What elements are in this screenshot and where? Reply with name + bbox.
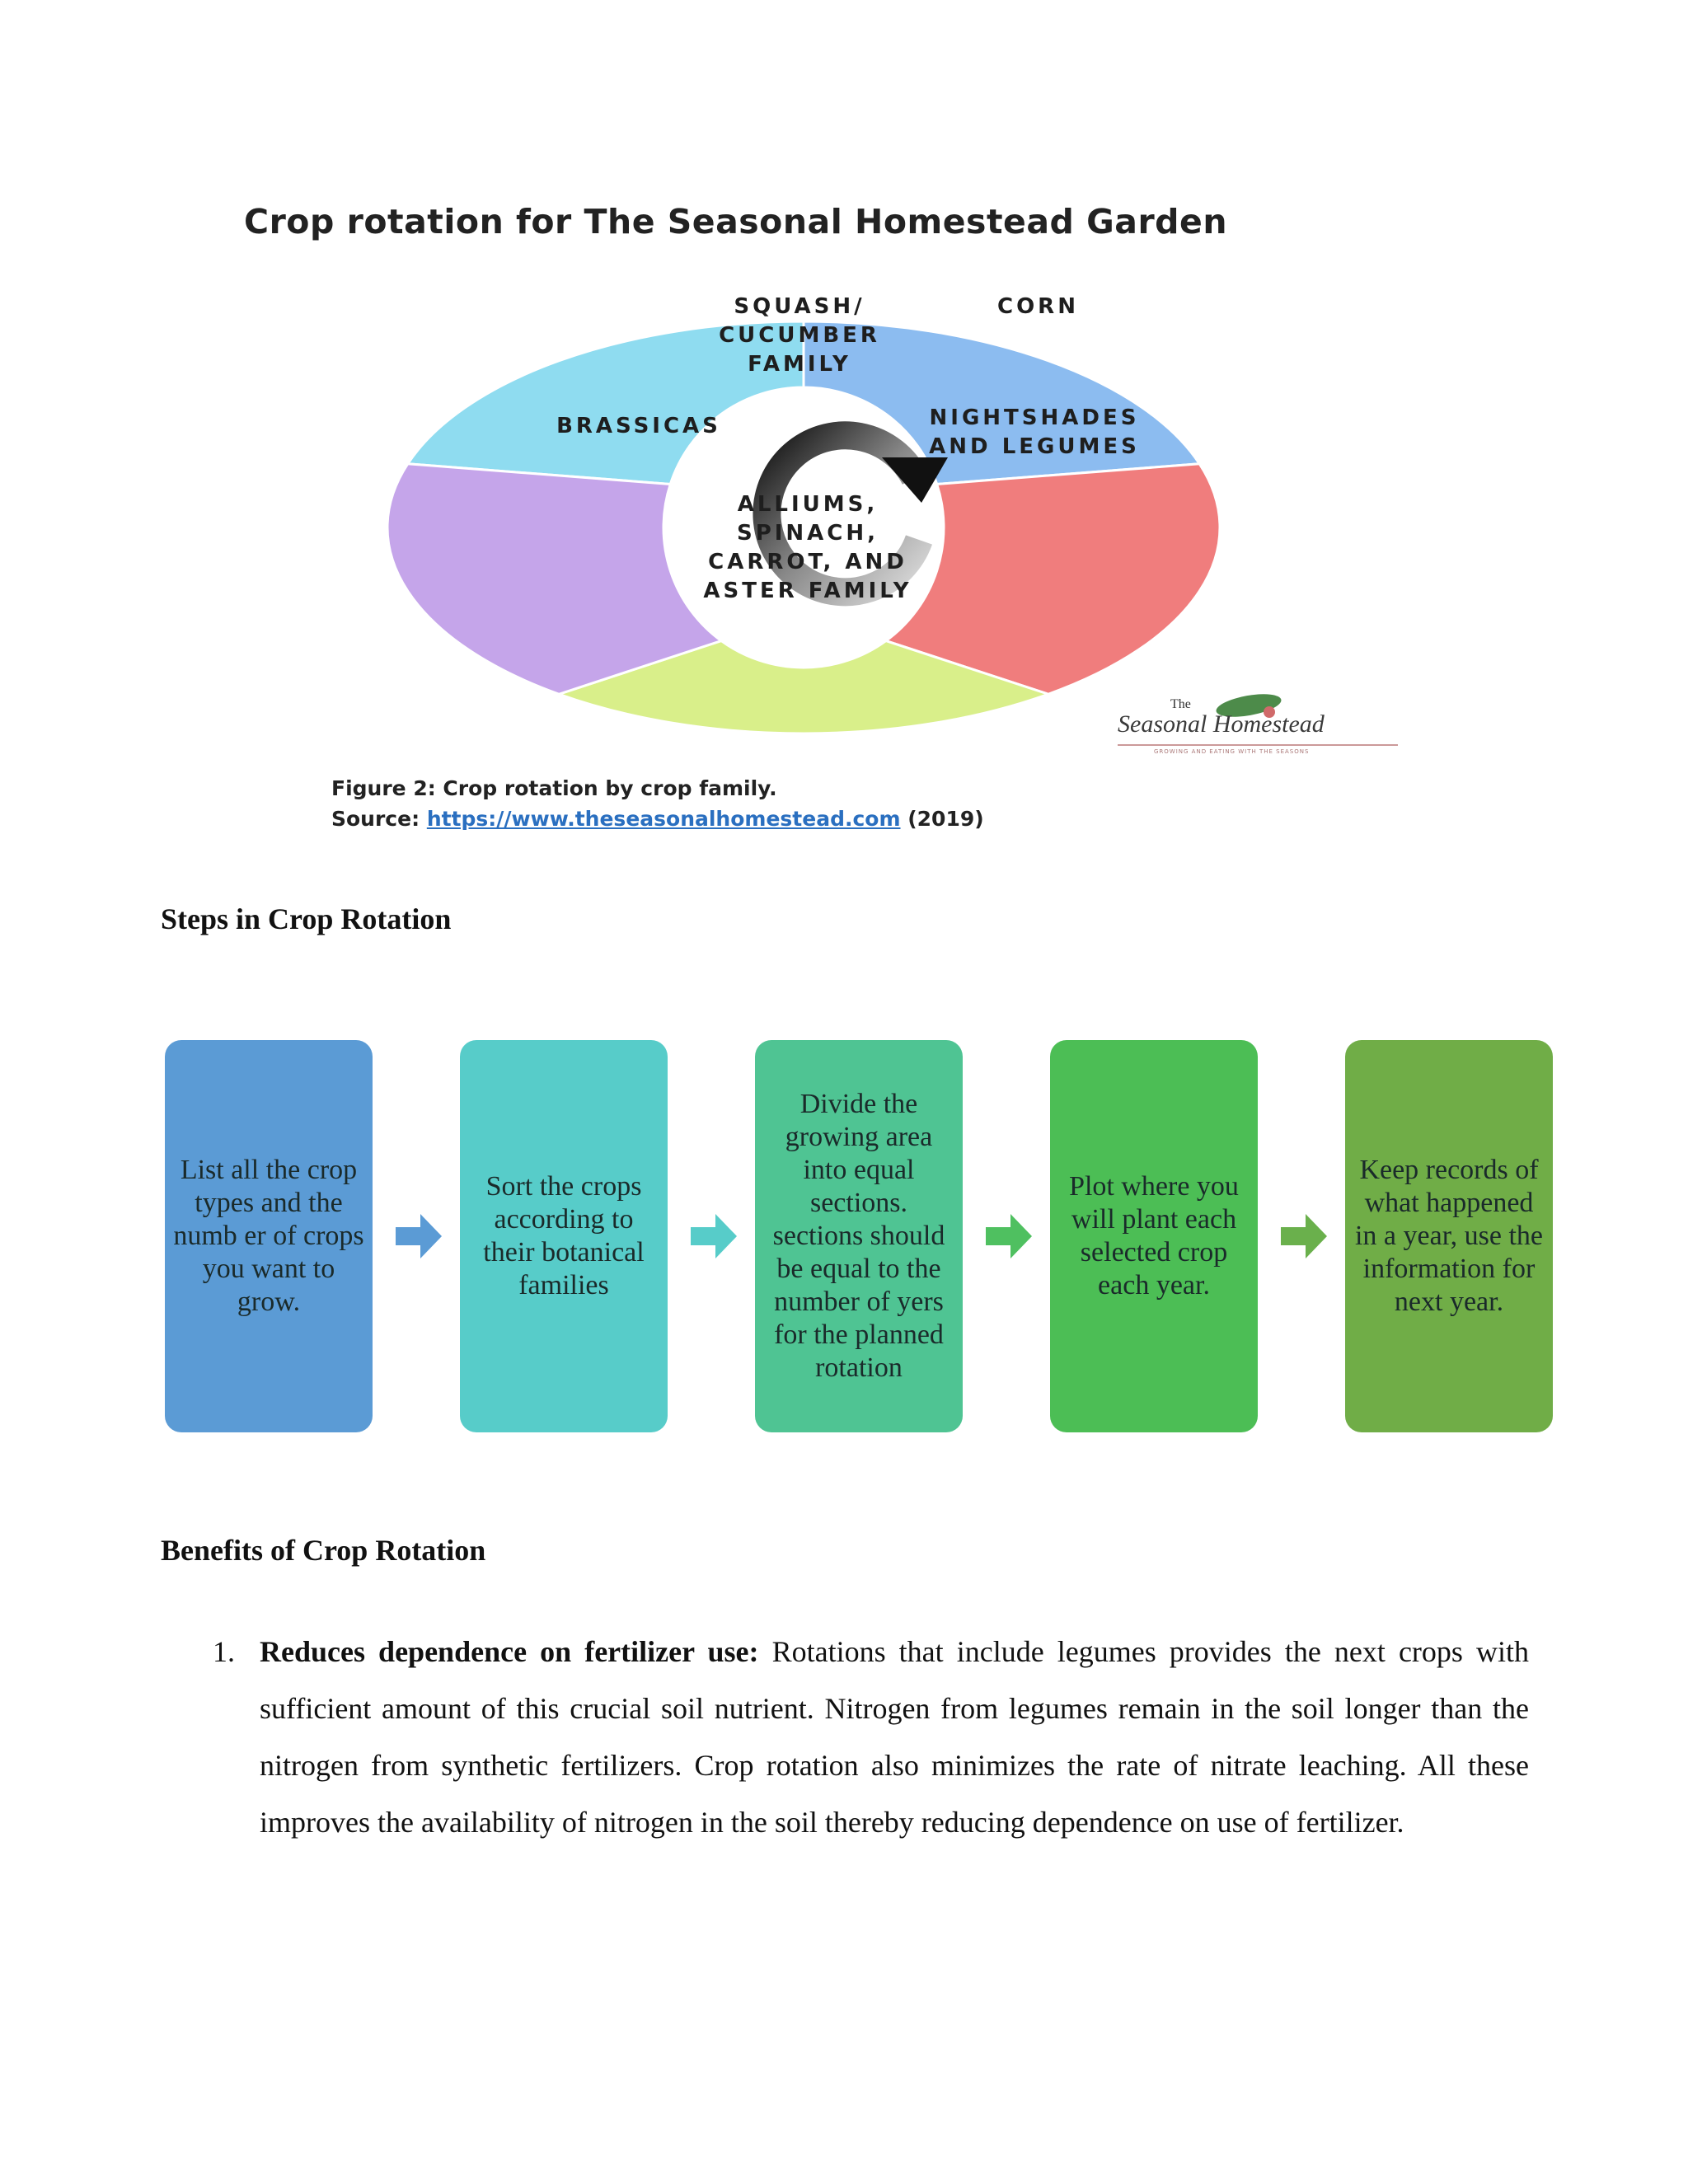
- caption-line: Figure 2: Crop rotation by crop family.: [331, 776, 777, 800]
- arrow-right-icon: [691, 1214, 737, 1258]
- step-text: Keep records of what happened in a year,…: [1354, 1155, 1544, 1317]
- wheel-segment-nightshades: [883, 462, 1221, 696]
- wheel-segment-brassicas: [387, 462, 724, 696]
- step-text: Divide the growing area into equal secti…: [772, 1089, 945, 1383]
- step-box-3: Divide the growing area into equal secti…: [755, 1040, 963, 1432]
- source-label: Source:: [331, 807, 420, 831]
- seasonal-homestead-logo: The Seasonal Homestead GROWING AND EATIN…: [1113, 692, 1418, 758]
- step-box-4: Plot where you will plant each selected …: [1050, 1040, 1258, 1432]
- arrow-right-icon: [986, 1214, 1032, 1258]
- wheel-segment-corn: [802, 320, 1202, 486]
- source-year: (2019): [907, 807, 984, 831]
- step-box-5: Keep records of what happened in a year,…: [1345, 1040, 1553, 1432]
- arrow-right-icon: [396, 1214, 442, 1258]
- benefit-text: Rotations that include legumes provides …: [260, 1635, 1529, 1839]
- step-box-2: Sort the crops according to their botani…: [460, 1040, 668, 1432]
- wheel-label-corn: CORN: [997, 294, 1079, 319]
- wheel-segment-squash: [406, 320, 805, 486]
- steps-heading: Steps in Crop Rotation: [161, 902, 452, 935]
- benefit-title: Reduces dependence on fertilizer use:: [260, 1635, 759, 1668]
- step-box-1: List all the crop types and the numb er …: [165, 1040, 373, 1432]
- arrow-right-icon: [1281, 1214, 1327, 1258]
- leaf-logo-icon: [1216, 694, 1282, 718]
- source-link[interactable]: https://www.theseasonalhomestead.com: [426, 807, 901, 831]
- step-text: List all the crop types and the numb er …: [173, 1155, 364, 1317]
- benefits-heading: Benefits of Crop Rotation: [161, 1534, 486, 1567]
- wheel-label-brassicas: BRASSICAS: [556, 414, 721, 438]
- step-text: Sort the crops according to their botani…: [483, 1171, 645, 1301]
- figure-caption: Figure 2: Crop rotation by crop family. …: [331, 773, 984, 834]
- wheel-segment-alliums: [555, 639, 1053, 735]
- step-text: Plot where you will plant each selected …: [1069, 1171, 1239, 1301]
- list-item: 1. Reduces dependence on fertilizer use:…: [161, 1624, 1529, 1851]
- benefits-list: 1. Reduces dependence on fertilizer use:…: [161, 1624, 1529, 1851]
- figure-title: Crop rotation for The Seasonal Homestead…: [244, 202, 1228, 241]
- rotation-arrow-icon: [753, 421, 948, 607]
- list-number: 1.: [213, 1635, 235, 1668]
